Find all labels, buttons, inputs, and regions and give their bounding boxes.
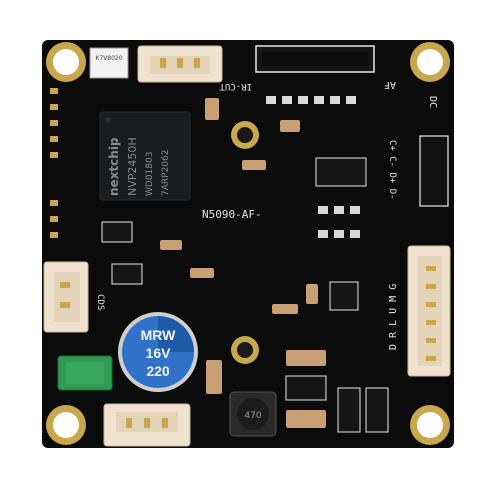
ir-cut-connector [137,45,223,83]
left-pin-header [50,88,58,238]
processor-chip: nextchip NVP2450H WD01803 7ARP2062 [99,111,191,201]
right-connector [407,245,451,377]
chip-line-3: 7ARP2062 [161,150,171,196]
board-name: N5090-AF- [202,208,262,221]
cap-value: 220 [146,363,170,379]
mounting-holes [46,42,450,445]
green-component-top [66,362,104,384]
cds-label: CDS [95,294,105,310]
left-connector [43,261,89,333]
electrolytic-capacitor: MRW 16V 220 [118,312,198,392]
dc-component [419,135,449,207]
inductor-value: 470 [244,411,261,421]
dc-label: DC [427,96,438,108]
bottom-connector [103,403,191,447]
ic-packages [101,157,389,433]
smd-components [160,98,326,428]
pin-labels-right: D R L U M G [388,284,399,350]
af-header [255,45,375,73]
chip-brand: nextchip [107,137,121,196]
pin-labels-mid: C+ C- D+ D- [387,140,397,200]
chip-model: NVP2450H [126,137,139,196]
af-label: AF [384,79,396,90]
resistor-array [266,96,360,238]
chip-line-2: WD01803 [145,152,155,196]
cap-brand: MRW [141,327,177,343]
small-label-sticker: K7V8020 [89,47,129,79]
inductor: 470 [229,391,277,437]
cap-voltage: 16V [146,345,172,361]
small-label-text: K7V8020 [95,55,122,62]
ir-cut-label: IR-CUT [219,81,252,91]
